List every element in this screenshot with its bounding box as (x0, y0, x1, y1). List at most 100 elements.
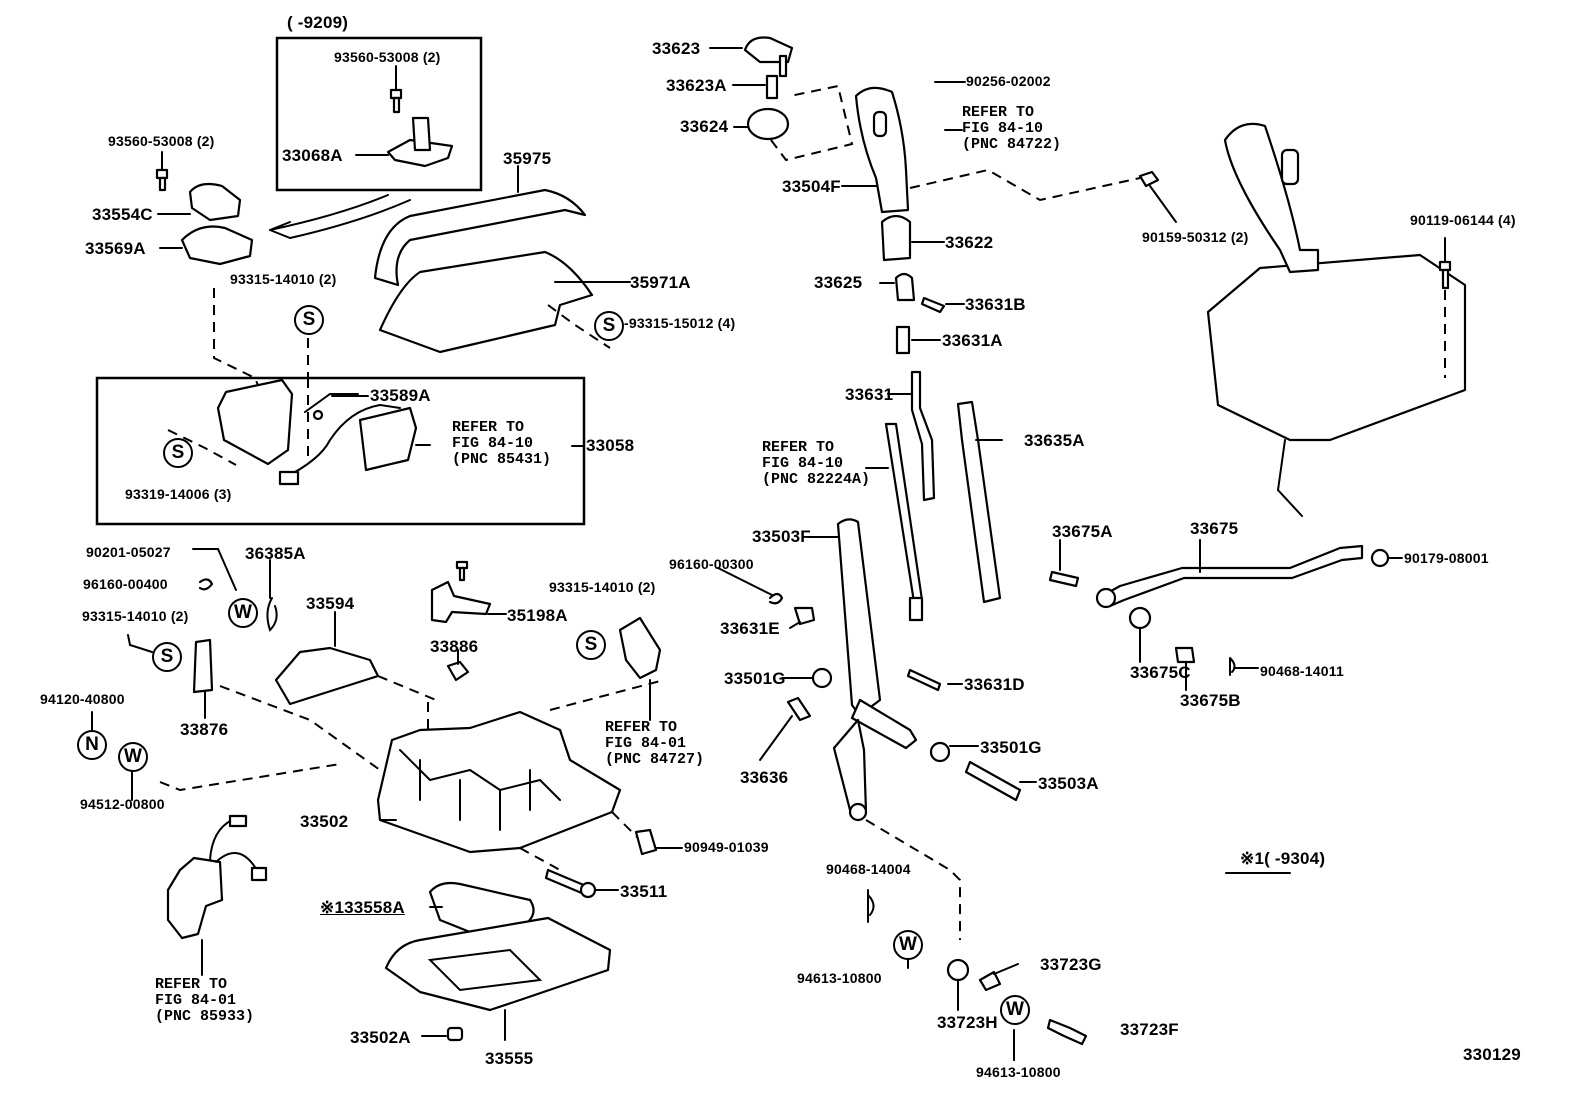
part-label: 33876 (180, 720, 229, 739)
shifter-assembly-part (1206, 253, 1467, 442)
part-label: 33058 (586, 436, 635, 455)
part-label: 33631 (845, 385, 894, 404)
part-label: 33503F (752, 527, 811, 546)
part-label: 93315-14010 (2) (230, 271, 337, 287)
part-label: -93315-15012 (4) (624, 315, 736, 331)
console-cover-35975-part (373, 188, 587, 287)
reference-note: REFER TO FIG 84-01 (PNC 85933) (155, 976, 255, 1025)
detent-plate-33635A-part (956, 400, 1002, 604)
bolt-90949-01039-part (634, 828, 658, 856)
pin-33631D-part (906, 668, 942, 692)
part-label: 33636 (740, 768, 789, 787)
cover-33554C-part (188, 182, 242, 222)
part-label: 94613-10800 (976, 1064, 1061, 1080)
screw-icon (455, 560, 469, 582)
part-label: 90468-14004 (826, 861, 911, 877)
clip-96160-00300-part (768, 592, 784, 605)
button-33624-part (746, 107, 790, 141)
console-panel-35971A-part (378, 250, 594, 354)
part-label: 33589A (370, 386, 431, 405)
part-label: 36385A (245, 544, 306, 563)
inset-box-9209 (275, 36, 483, 192)
part-label: 33501G (980, 738, 1042, 757)
part-label: 33504F (782, 177, 841, 196)
part-label: 90159-50312 (2) (1142, 229, 1249, 245)
part-label: 33631A (942, 331, 1003, 350)
shift-lever-33503F-part (836, 518, 882, 718)
symbol-s-icon: S (594, 311, 624, 341)
spring-36385A-part (266, 597, 278, 632)
part-label: 33594 (306, 594, 355, 613)
footnote-range-label: ※1( -9304) (1240, 849, 1326, 868)
sleeve-33622-part (880, 214, 912, 262)
part-label: 35971A (630, 273, 691, 292)
spring-33623A-part (765, 74, 779, 100)
part-label: 96160-00400 (83, 576, 168, 592)
clip-90468-14004-part (867, 889, 875, 923)
bracket-33068A-part (355, 116, 454, 168)
assembly-box-33058 (95, 376, 586, 526)
solenoid-module-85933-part (166, 856, 224, 940)
part-label: 33631D (964, 675, 1025, 694)
part-label: 33623A (666, 76, 727, 95)
part-label: 90179-08001 (1404, 550, 1489, 566)
clip-96160-00400-part (198, 578, 214, 591)
part-label: 35198A (507, 606, 568, 625)
part-label: 90119-06144 (4) (1410, 212, 1516, 228)
symbol-w-icon: W (1000, 995, 1030, 1025)
base-33569A-part (180, 225, 254, 266)
part-label: 33554C (92, 205, 153, 224)
control-rod-33675-part (1100, 544, 1364, 608)
part-label: 33625 (814, 273, 863, 292)
cushion-33886-part (446, 660, 470, 682)
reference-note: REFER TO FIG 84-10 (PNC 85431) (452, 419, 552, 468)
part-label: 93315-14010 (2) (549, 579, 656, 595)
part-label: 93560-53008 (2) (108, 133, 215, 149)
shift-lock-solenoid-part (216, 378, 294, 466)
pin-33631B-part (920, 296, 946, 314)
part-label: 33068A (282, 146, 343, 165)
symbol-s-icon: S (576, 630, 606, 660)
bushing-33501G-part (929, 741, 951, 763)
rod-33631-part (910, 370, 936, 502)
symbol-w-icon: W (228, 598, 258, 628)
part-label: 33622 (945, 233, 994, 252)
nut-90179-08001-part (1370, 548, 1390, 568)
part-label: 33502 (300, 812, 349, 831)
bolt-33723F-part (1046, 1018, 1088, 1046)
part-label: 94613-10800 (797, 970, 882, 986)
symbol-n-icon: N (77, 730, 107, 760)
housing-33555-part (384, 916, 612, 1012)
cable-82224A-part (884, 422, 924, 604)
collar-33631E-part (793, 606, 816, 626)
bushing-33675C-part (1128, 606, 1152, 630)
bracket-35198A-part (430, 580, 492, 624)
part-label: 33675 (1190, 519, 1239, 538)
bushing-33625-part (894, 272, 916, 302)
reference-note: REFER TO FIG 84-01 (PNC 84727) (605, 719, 705, 768)
base-plate-33502-part (376, 710, 622, 854)
symbol-s-icon: S (163, 438, 193, 468)
part-label: 33723F (1120, 1020, 1179, 1039)
collar-33723G-part (978, 970, 1002, 992)
reference-note: REFER TO FIG 84-10 (PNC 84722) (962, 104, 1062, 153)
bushing-33501G-part (811, 667, 833, 689)
part-label: 90256-02002 (966, 73, 1051, 89)
shift-lock-switch-84727-part (618, 616, 662, 680)
inset-range-label: ( -9209) (287, 13, 349, 32)
part-label: 33635A (1024, 431, 1085, 450)
part-label: 96160-00300 (669, 556, 754, 572)
part-label: 33623 (652, 39, 701, 58)
part-label: 93315-14010 (2) (82, 608, 189, 624)
symbol-s-icon: S (294, 305, 324, 335)
reference-note: REFER TO FIG 84-10 (PNC 82224A) (762, 439, 871, 488)
part-label: 90468-14011 (1260, 663, 1344, 679)
arrow-icon (269, 194, 411, 239)
part-label: 93319-14006 (3) (125, 486, 232, 502)
part-label: 33511 (620, 882, 668, 901)
pin-33503A-part (964, 760, 1022, 802)
part-label: 33631E (720, 619, 780, 638)
part-label: 33886 (430, 637, 479, 656)
bushing-33723H-part (946, 958, 970, 982)
